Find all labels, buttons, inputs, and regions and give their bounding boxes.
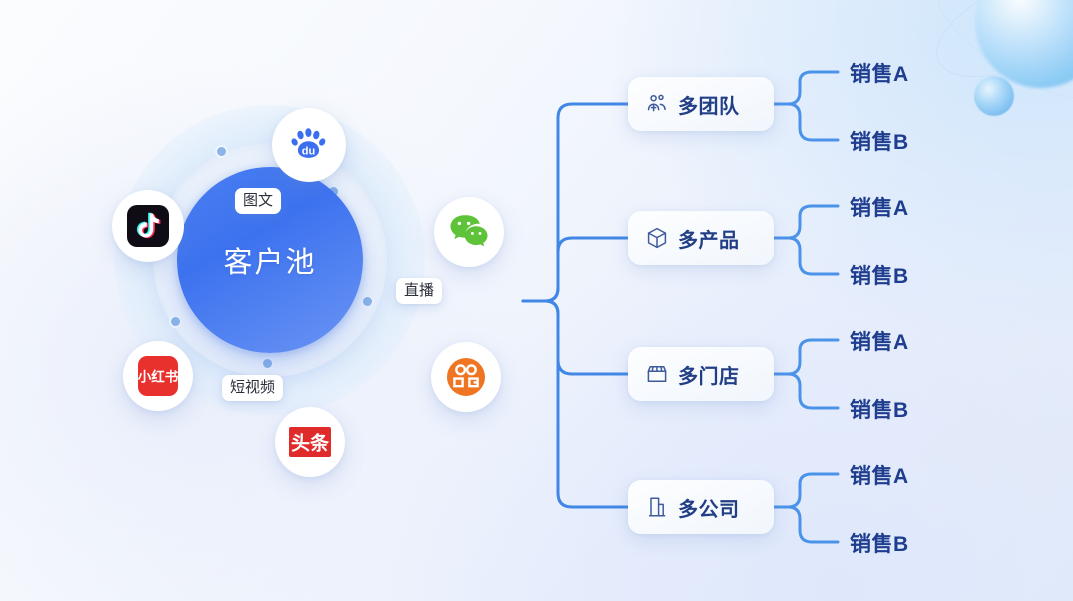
baidu-logo: du <box>291 128 326 158</box>
baidu-logo-bubble[interactable]: du <box>272 108 346 182</box>
svg-text:小红书: 小红书 <box>138 369 179 385</box>
package-icon <box>645 226 669 250</box>
channel-chip-tuwen[interactable]: 图文 <box>235 188 282 215</box>
branch-label: 多公司 <box>678 498 740 521</box>
ring-dot <box>217 147 226 156</box>
store-icon <box>645 362 669 386</box>
kuaishou-logo-bubble[interactable] <box>431 342 501 412</box>
team-icon <box>645 92 669 116</box>
wechat-logo <box>450 215 488 247</box>
building-icon <box>645 495 669 519</box>
xiaohongshu-logo: 小红书 <box>138 356 179 396</box>
ring-dot <box>171 317 180 326</box>
branch-label: 多门店 <box>678 365 740 388</box>
svg-text:头条: 头条 <box>291 432 330 455</box>
channel-chip-label: 图文 <box>243 192 274 209</box>
leaf-label[interactable]: 销售A <box>850 465 909 488</box>
kuaishou-logo <box>447 358 485 396</box>
toutiao-logo-bubble[interactable]: 头条 <box>275 407 345 477</box>
douyin-logo <box>127 205 169 247</box>
channel-chip-zhibo[interactable]: 直播 <box>396 278 443 305</box>
branch-label: 多产品 <box>678 229 740 252</box>
leaf-label[interactable]: 销售A <box>850 63 909 86</box>
wechat-logo-bubble[interactable] <box>434 197 504 267</box>
leaf-label[interactable]: 销售B <box>850 399 909 422</box>
toutiao-logo: 头条 <box>289 427 331 457</box>
decorative-sphere-small <box>974 76 1014 116</box>
leaf-label[interactable]: 销售B <box>850 533 909 556</box>
branch-box-company[interactable]: 多公司 <box>628 480 774 534</box>
branch-box-product[interactable]: 多产品 <box>628 211 774 265</box>
leaf-label[interactable]: 销售B <box>850 131 909 154</box>
channel-chip-label: 直播 <box>404 282 435 299</box>
ring-dot <box>263 359 272 368</box>
branch-box-team[interactable]: 多团队 <box>628 77 774 131</box>
douyin-logo-bubble[interactable] <box>112 190 184 262</box>
channel-chip-label: 短视频 <box>230 379 276 396</box>
svg-text:du: du <box>302 145 315 157</box>
branch-box-store[interactable]: 多门店 <box>628 347 774 401</box>
customer-pool-label: 客户池 <box>223 247 317 279</box>
leaf-label[interactable]: 销售B <box>850 265 909 288</box>
ring-dot <box>363 297 372 306</box>
leaf-label[interactable]: 销售A <box>850 331 909 354</box>
branch-label: 多团队 <box>678 95 740 118</box>
xiaohongshu-logo-bubble[interactable]: 小红书 <box>123 341 193 411</box>
leaf-label[interactable]: 销售A <box>850 197 909 220</box>
channel-chip-duanshipin[interactable]: 短视频 <box>222 375 284 402</box>
